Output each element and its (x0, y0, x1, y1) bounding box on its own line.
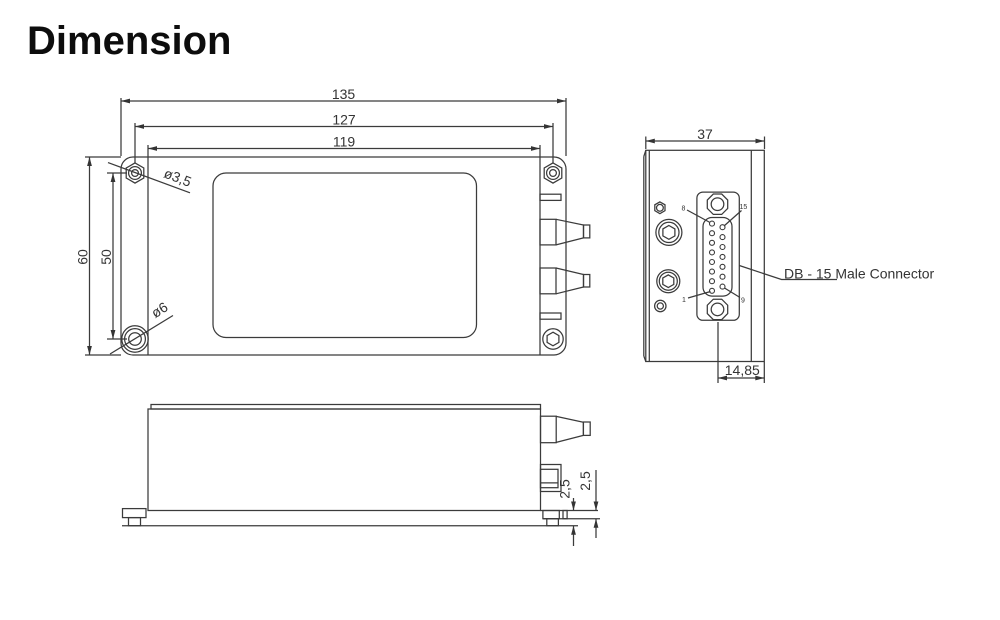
svg-text:135: 135 (332, 86, 356, 102)
svg-text:15: 15 (740, 204, 748, 211)
svg-text:1: 1 (682, 297, 686, 304)
svg-text:127: 127 (332, 112, 356, 128)
svg-text:2,5: 2,5 (577, 471, 593, 491)
svg-text:ø3,5: ø3,5 (162, 165, 194, 190)
svg-text:14,85: 14,85 (725, 362, 760, 378)
svg-text:37: 37 (697, 126, 713, 142)
svg-text:2,5: 2,5 (557, 479, 573, 499)
svg-text:DB - 15 Male Connector: DB - 15 Male Connector (784, 266, 935, 282)
svg-text:9: 9 (741, 298, 745, 305)
svg-text:60: 60 (75, 249, 91, 265)
svg-text:ø6: ø6 (148, 299, 171, 321)
svg-text:8: 8 (682, 206, 686, 213)
svg-text:119: 119 (333, 134, 356, 150)
svg-text:50: 50 (98, 249, 114, 265)
